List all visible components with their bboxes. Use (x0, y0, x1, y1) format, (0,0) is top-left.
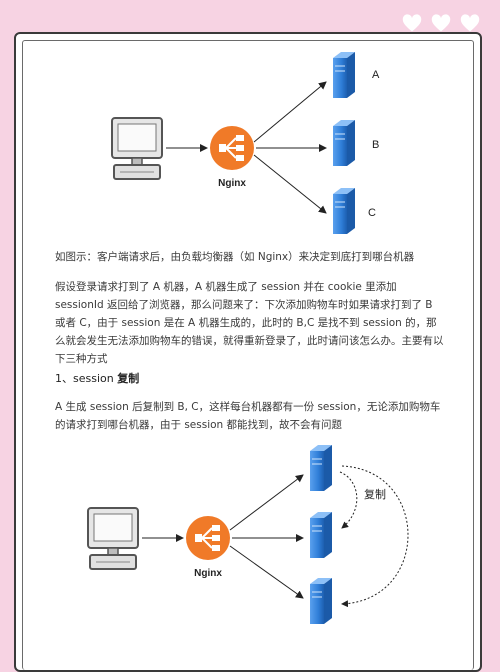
nginx-balancer-icon-2 (185, 515, 231, 561)
server-c-label: C (368, 207, 376, 219)
session-problem-paragraph: 假设登录请求打到了 A 机器，A 机器生成了 session 并在 cookie… (55, 281, 444, 365)
arrow-to-server-1 (229, 474, 304, 531)
hearts-decoration (402, 14, 480, 34)
server-b-label: B (372, 139, 379, 151)
diagram-caption: 如图示：客户端请求后，由负载均衡器（如 Nginx）来决定到底打到哪台机器 (55, 251, 415, 263)
server-2-icon (309, 511, 333, 559)
server-1-icon (309, 444, 333, 492)
server-b-icon (332, 119, 356, 167)
card-inner-frame (22, 40, 474, 670)
heart-icon (431, 14, 451, 32)
nginx-balancer-icon (209, 125, 255, 171)
arrow-to-server-3 (229, 545, 304, 599)
section-heading-bold: 复制 (117, 372, 140, 385)
server-a-label: A (372, 69, 380, 81)
server-a-icon (332, 51, 356, 99)
nginx-label-2: Nginx (194, 568, 222, 579)
nginx-label: Nginx (218, 178, 246, 189)
replication-arc-long (341, 465, 409, 608)
arrow-to-server-c (253, 154, 327, 214)
replication-label: 复制 (364, 487, 386, 501)
load-balancer-diagram: Nginx A B C Nginx 复制 (87, 51, 409, 625)
heart-icon (402, 14, 422, 32)
heart-icon (460, 14, 480, 32)
section-heading: 1、session 复制 (55, 370, 445, 388)
server-3-icon (309, 577, 333, 625)
session-replication-paragraph: A 生成 session 后复制到 B, C，这样每台机器都有一份 sessio… (55, 401, 441, 431)
section-heading-prefix: 1、session (55, 372, 118, 385)
replication-arc-short (339, 471, 358, 529)
server-c-icon (332, 187, 356, 235)
client-computer-icon-2 (87, 507, 139, 570)
client-computer-icon (111, 117, 163, 180)
arrow-to-server-a (253, 81, 327, 143)
